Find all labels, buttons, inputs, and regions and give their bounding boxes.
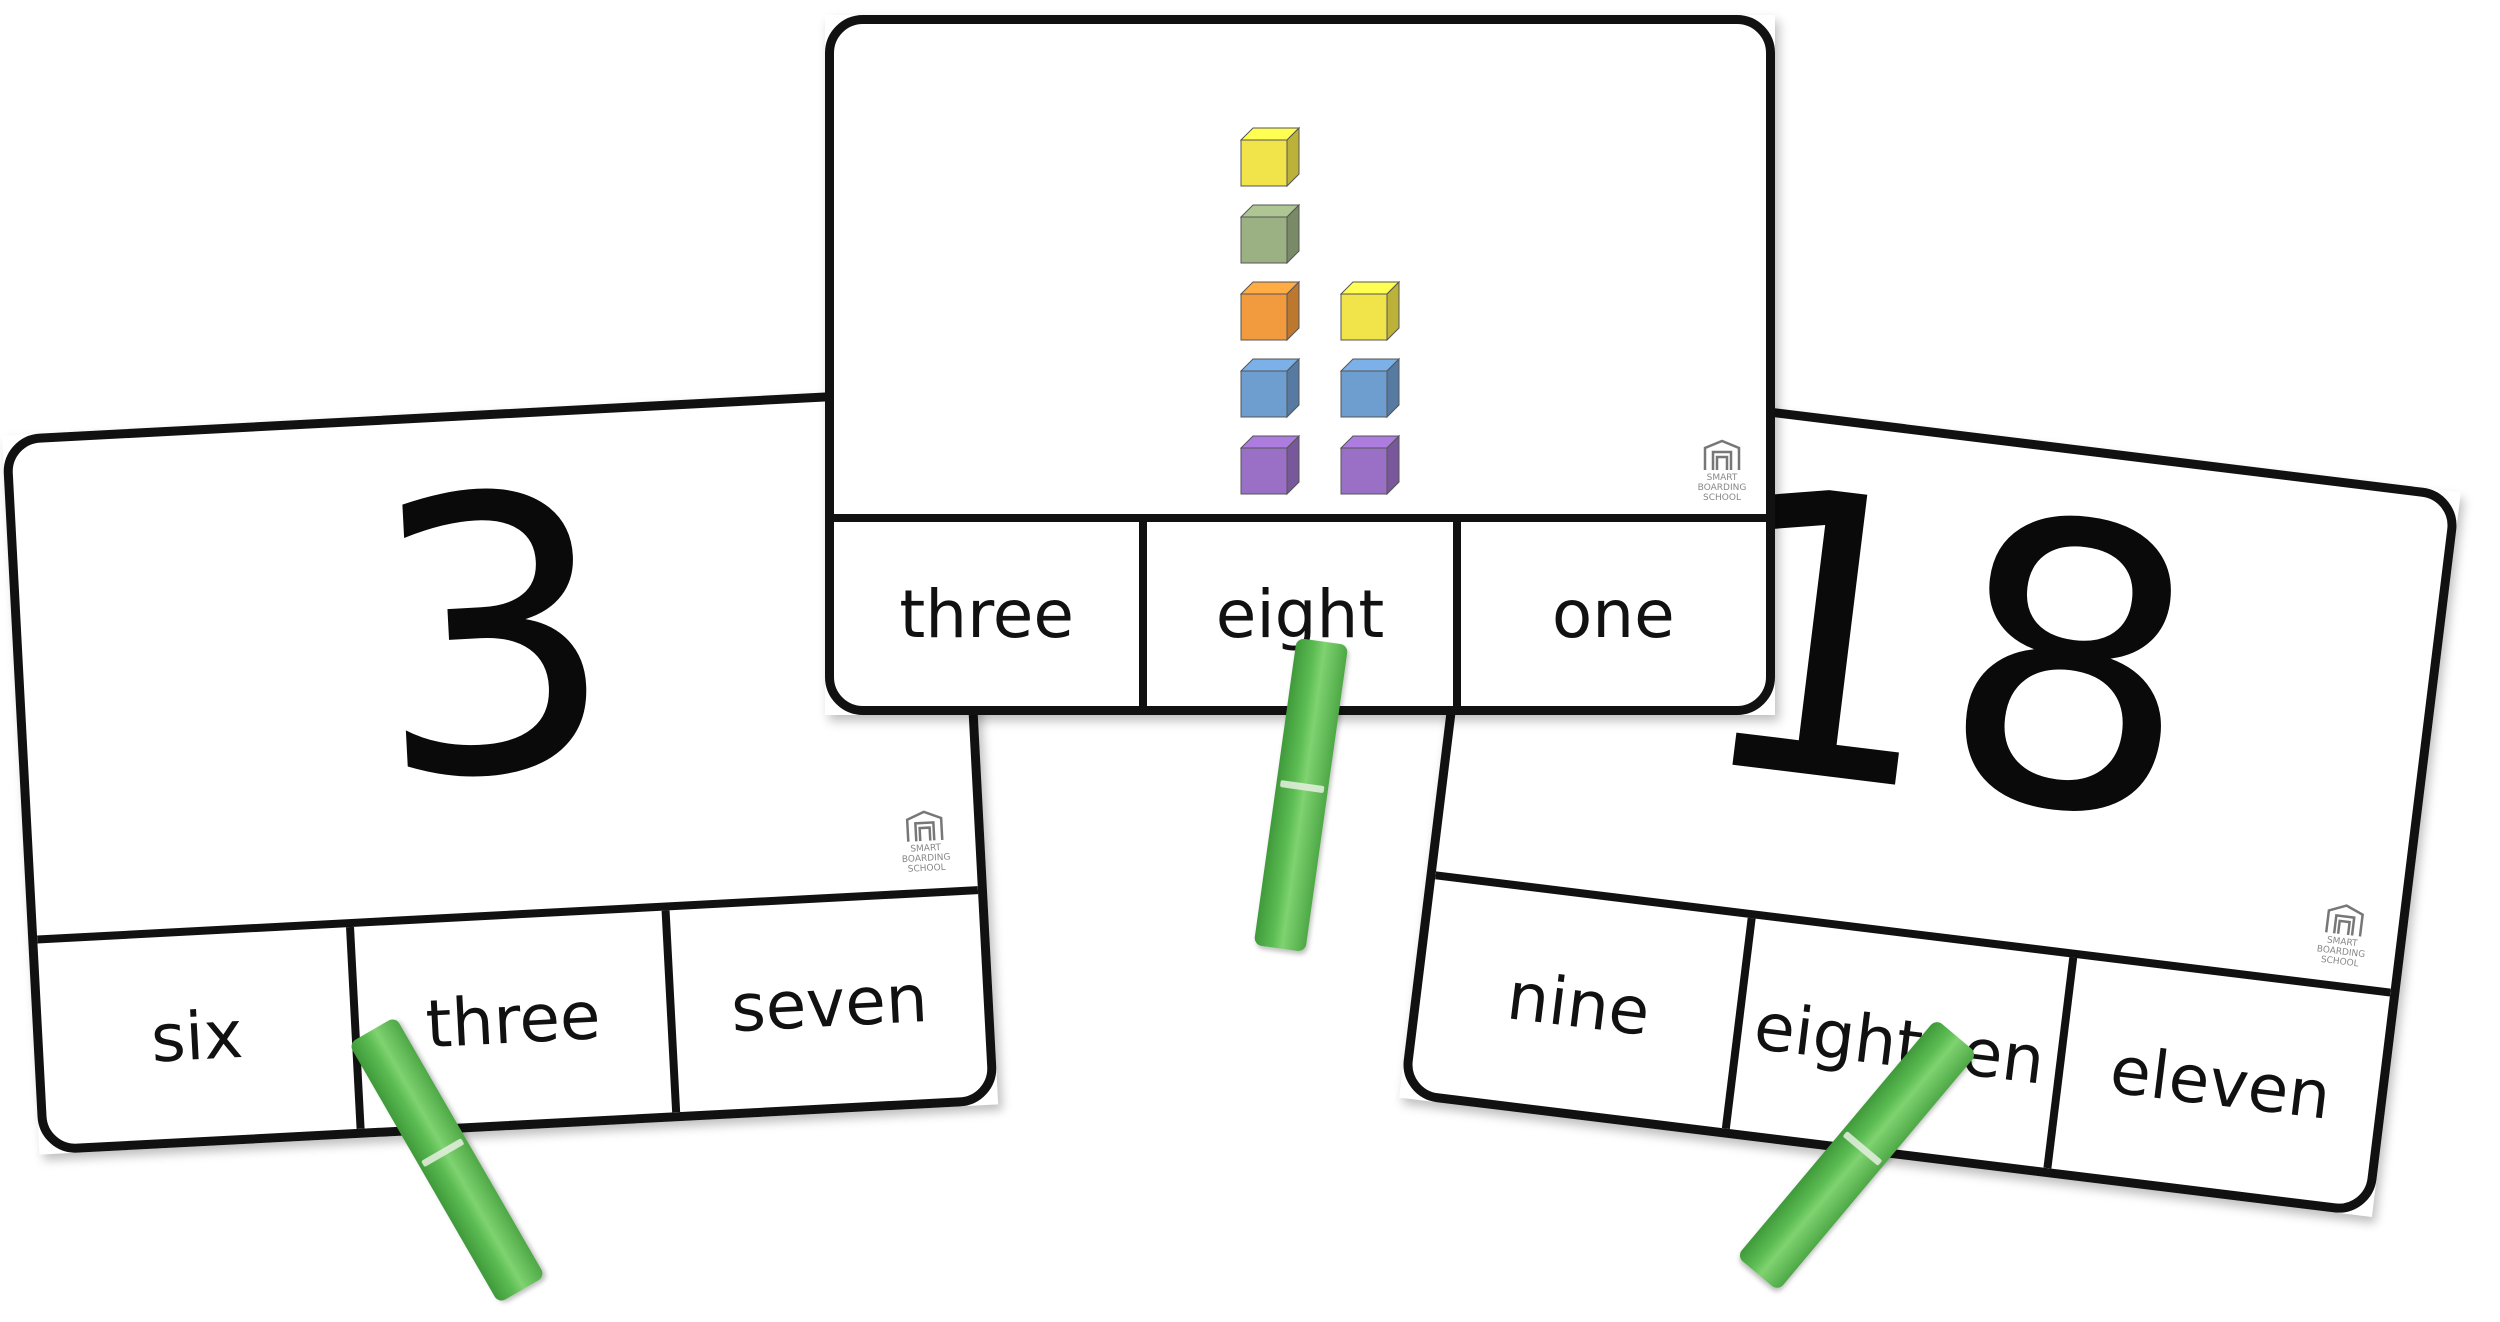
logo-text: SMART BOARDING SCHOOL: [1697, 473, 1747, 504]
card-top-panel: SMART BOARDING SCHOOL: [834, 24, 1766, 522]
card-frame: 3 SMART BOARDING SCHOOL six three seven: [1, 385, 999, 1155]
choice-one[interactable]: one: [1452, 522, 1766, 706]
unit-cube: [1239, 357, 1301, 419]
unit-cube: [1339, 357, 1401, 419]
card-frame: SMART BOARDING SCHOOL three eight one: [825, 15, 1775, 715]
unit-cube: [1339, 434, 1401, 496]
choice-seven[interactable]: seven: [661, 894, 989, 1113]
card-blocks-8: SMART BOARDING SCHOOL three eight one: [825, 15, 1775, 715]
card-number-3: 3 SMART BOARDING SCHOOL six three seven: [1, 385, 999, 1155]
card-frame: 18 SMART BOARDING SCHOOL nine eighteen e…: [1399, 373, 2461, 1217]
unit-cube: [1239, 434, 1301, 496]
school-logo: SMART BOARDING SCHOOL: [894, 808, 957, 877]
choice-three[interactable]: three: [899, 575, 1074, 653]
counting-blocks: [834, 24, 1766, 514]
school-logo: SMART BOARDING SCHOOL: [1692, 438, 1752, 504]
building-icon: [2324, 904, 2364, 937]
card-top-panel: 18 SMART BOARDING SCHOOL: [1435, 383, 2451, 997]
choice-eleven[interactable]: eleven: [2043, 957, 2390, 1207]
unit-cube: [1239, 126, 1301, 188]
card-number-18: 18 SMART BOARDING SCHOOL nine eighteen e…: [1399, 373, 2461, 1217]
school-logo: SMART BOARDING SCHOOL: [2309, 899, 2377, 971]
unit-cube: [1239, 280, 1301, 342]
choice-nine[interactable]: nine: [1503, 956, 1655, 1051]
unit-cube: [1239, 203, 1301, 265]
unit-cube: [1339, 280, 1401, 342]
logo-text: SMART BOARDING SCHOOL: [901, 843, 951, 875]
building-icon: [1703, 439, 1741, 471]
card-top-panel: 3 SMART BOARDING SCHOOL: [11, 394, 979, 944]
choice-six[interactable]: six: [149, 995, 245, 1078]
building-icon: [905, 810, 944, 843]
logo-text: SMART BOARDING SCHOOL: [2316, 935, 2366, 970]
